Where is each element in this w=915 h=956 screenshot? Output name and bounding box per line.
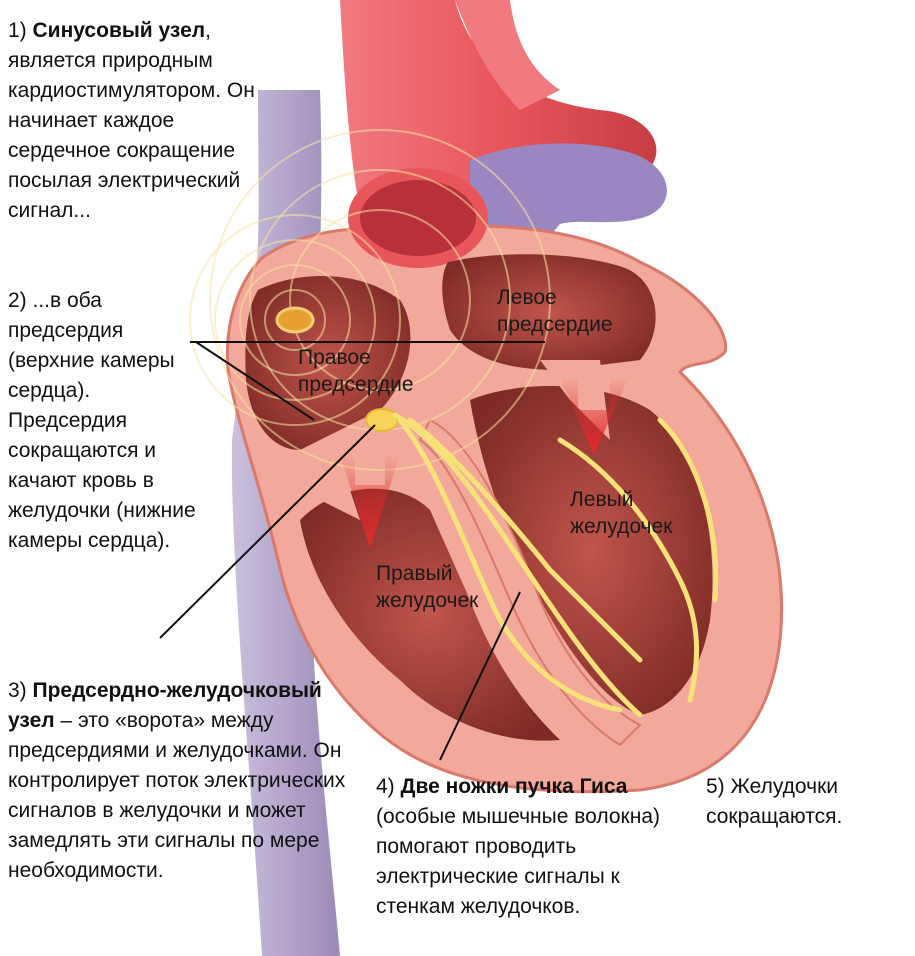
annotation-his-bundle-text: (особые мышечные волокна) помогают прово… <box>376 805 660 918</box>
annotation-his-bundle: 4) Две ножки пучка Гиса (особые мышечные… <box>376 772 676 922</box>
label-left-atrium: Левое предсердие <box>497 286 613 336</box>
left-ventricle-chamber <box>470 386 713 715</box>
annotation-sa-node-text: , является природным кардиостимулятором.… <box>8 19 255 222</box>
av-node <box>365 408 399 432</box>
aortic-branch <box>455 0 560 110</box>
flow-arrow-right <box>340 455 400 548</box>
annotation-sa-node: 1) Синусовый узел, является природным ка… <box>8 16 268 226</box>
annotation-ventricles-text: 5) Желудочки сокращаются. <box>706 775 843 828</box>
annotation-av-node-title: Предсердно-желудочковый узел <box>8 679 322 732</box>
leader-line-atria <box>195 341 315 421</box>
annotation-his-bundle-title: Две ножки пучка Гиса <box>400 775 628 798</box>
flow-arrow-left <box>560 378 628 455</box>
leader-line-av <box>159 424 376 639</box>
annotation-atria: 2) ...в оба предсердия (верхние камеры с… <box>8 286 208 556</box>
leader-line-his <box>439 591 521 761</box>
annotation-ventricles: 5) Желудочки сокращаются. <box>706 772 886 832</box>
annotation-av-node: 3) Предсердно-желудочковый узел – это «в… <box>8 676 368 886</box>
label-left-ventricle: Левый желудочек <box>570 488 673 538</box>
tricuspid-valve <box>300 460 360 520</box>
label-right-ventricle: Правый желудочек <box>376 562 479 612</box>
annotation-sa-node-title: Синусовый узел <box>32 19 206 42</box>
his-bundle <box>392 412 719 718</box>
leader-lines <box>159 341 545 761</box>
annotation-his-bundle-num: 4) <box>376 775 401 798</box>
annotation-sa-node-num: 1) <box>8 19 33 42</box>
label-right-atrium: Правое предсердие <box>298 346 414 396</box>
sa-node <box>275 306 315 334</box>
septum <box>418 418 642 747</box>
annotation-av-node-text: – это «ворота» между предсердиями и желу… <box>8 709 346 882</box>
right-ventricle-chamber <box>300 488 560 741</box>
annotation-atria-text: 2) ...в оба предсердия (верхние камеры с… <box>8 289 196 552</box>
annotation-av-node-num: 3) <box>8 679 33 702</box>
